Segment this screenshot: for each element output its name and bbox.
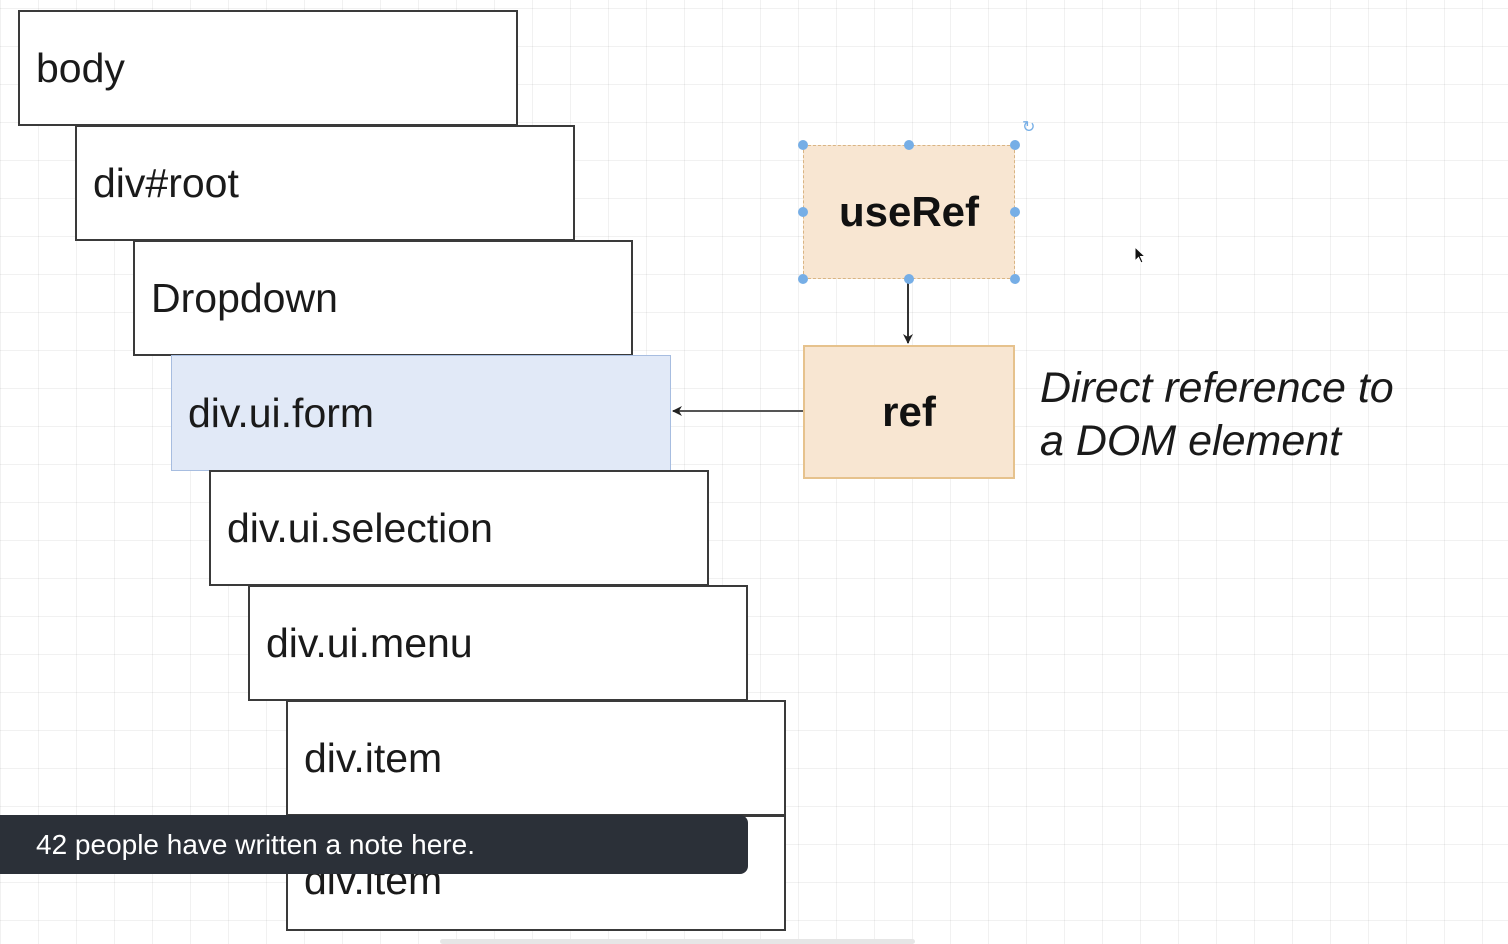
dom-node-dropdown[interactable]: Dropdown: [133, 240, 633, 356]
resize-handle-left[interactable]: [798, 207, 808, 217]
dom-node-label: div.item: [304, 734, 443, 781]
notes-notification-text: 42 people have written a note here.: [36, 828, 475, 860]
dom-node-label: div.ui.menu: [266, 619, 473, 666]
dom-node-div-ui-menu[interactable]: div.ui.menu: [248, 585, 748, 701]
dom-node-label: div#root: [93, 159, 239, 206]
resize-handle-right[interactable]: [1010, 207, 1020, 217]
scrollbar[interactable]: [440, 939, 915, 944]
mouse-cursor-icon: [1134, 246, 1147, 264]
dom-node-div-ui-selection[interactable]: div.ui.selection: [209, 470, 709, 586]
rotate-handle-icon[interactable]: ↻: [1022, 119, 1036, 136]
dom-node-label: Dropdown: [151, 274, 338, 321]
annotation-line-2: a DOM element: [1040, 417, 1342, 465]
useref-label: useRef: [838, 188, 980, 235]
dom-node-label: div.ui.form: [188, 389, 375, 436]
resize-handle-bottom-left[interactable]: [798, 274, 808, 284]
annotation-line-1: Direct reference to: [1040, 364, 1394, 412]
dom-node-body[interactable]: body: [18, 10, 518, 126]
notes-notification[interactable]: 42 people have written a note here.: [0, 815, 748, 874]
dom-node-label: div.ui.selection: [227, 504, 493, 551]
resize-handle-top[interactable]: [904, 140, 914, 150]
ref-label: ref: [882, 388, 936, 435]
ref-box[interactable]: ref: [803, 345, 1015, 479]
resize-handle-bottom-right[interactable]: [1010, 274, 1020, 284]
resize-handle-top-right[interactable]: [1010, 140, 1020, 150]
dom-node-div-item[interactable]: div.item: [286, 700, 786, 816]
dom-node-label: body: [36, 44, 125, 91]
resize-handle-top-left[interactable]: [798, 140, 808, 150]
useref-box[interactable]: useRef: [803, 145, 1015, 279]
dom-node-div-ui-form[interactable]: div.ui.form: [171, 355, 671, 471]
annotation-text[interactable]: Direct reference to a DOM element: [1040, 362, 1394, 468]
resize-handle-bottom[interactable]: [904, 274, 914, 284]
